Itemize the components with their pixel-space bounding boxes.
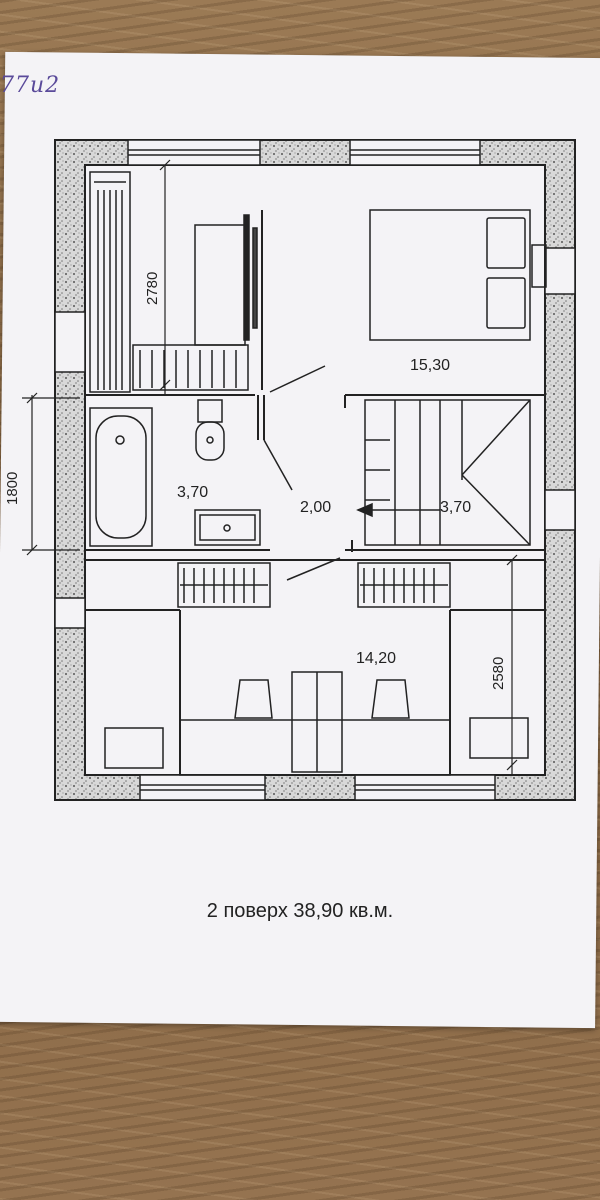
windows — [54, 139, 576, 801]
room-area-stairs: 3,70 — [440, 499, 471, 516]
floor-caption: 2 поверх 38,90 кв.м. — [206, 900, 394, 922]
room-area-bathroom: 3,70 — [177, 484, 208, 501]
bathtub — [89, 407, 153, 547]
exterior-walls — [54, 139, 576, 801]
room-area-bedroom-bottom: 14,20 — [356, 650, 396, 667]
wardrobe-middle-left — [177, 562, 271, 608]
staircase — [356, 399, 531, 546]
handwritten-note: 77и2 — [0, 73, 61, 98]
door-swings — [263, 365, 341, 581]
toilet — [195, 399, 225, 461]
dimension-label-2580: 2580 — [490, 657, 507, 690]
room-area-bedroom-top: 15,30 — [410, 357, 450, 374]
bed-bottom — [179, 671, 451, 776]
dimension-label-1800: 1800 — [4, 472, 21, 505]
wardrobe-middle-right — [357, 562, 451, 608]
desk-bottom-right — [469, 717, 529, 759]
dimension-line-2780 — [159, 159, 171, 395]
bed-top — [369, 209, 547, 341]
wardrobe-top-left — [89, 171, 258, 393]
sink — [194, 509, 261, 546]
dimension-label-2780: 2780 — [144, 272, 161, 305]
room-area-hall: 2,00 — [300, 499, 331, 516]
dimension-line-2580 — [506, 554, 518, 775]
desk-bottom-left — [104, 727, 164, 769]
dimension-line-1800 — [22, 392, 80, 556]
